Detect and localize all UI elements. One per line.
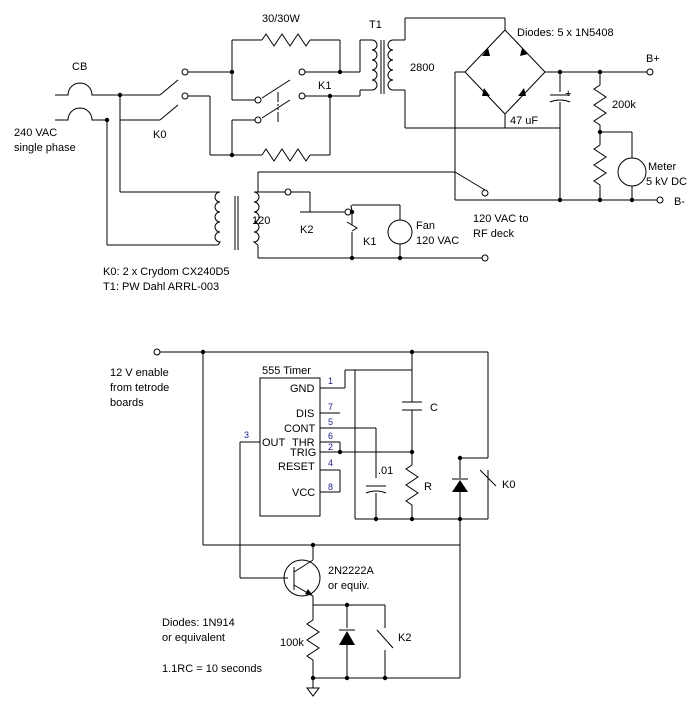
pin-dis-label: DIS (296, 408, 314, 420)
timer-circuit-wiring (153, 348, 497, 697)
rf-out-label: 120 VAC to (473, 213, 528, 225)
t1-label: T1 (369, 19, 382, 31)
meter-label: Meter (648, 161, 676, 173)
input-phase-label: single phase (14, 142, 76, 154)
fan-voltage-label: 120 VAC (416, 235, 459, 247)
pin-number-7: 7 (328, 402, 333, 412)
pin-number-6: 6 (328, 431, 333, 441)
r-100k-label: 100k (280, 637, 304, 649)
resistor-rating-label: 30/30W (262, 13, 301, 25)
b-plus-label: B+ (646, 53, 660, 65)
enable-label-2: from tetrode (110, 382, 169, 394)
meter-range-label: 5 kV DC (646, 176, 687, 188)
pin-gnd-label: GND (290, 383, 315, 395)
timer-chip-label: 555 Timer (262, 365, 311, 377)
input-voltage-label: 240 VAC (14, 127, 57, 139)
diodes-note-2: or equivalent (162, 632, 225, 644)
k0-label: K0 (153, 129, 166, 141)
note-k0: K0: 2 x Crydom CX240D5 (103, 266, 230, 278)
k0-relay-label: K0 (502, 479, 515, 491)
k1-low-label: K1 (363, 236, 376, 248)
diodes-label: Diodes: 5 x 1N5408 (517, 27, 614, 39)
enable-label-1: 12 V enable (110, 367, 169, 379)
cap-47uf-label: 47 uF (510, 115, 538, 127)
fan-label: Fan (416, 220, 435, 232)
b-minus-label: B- (674, 196, 685, 208)
enable-label-3: boards (110, 397, 144, 409)
pin-number-8: 8 (328, 482, 333, 492)
pin-number-1: 1 (328, 376, 333, 386)
pin-number-5: 5 (328, 417, 333, 427)
pin-thr-label: THR (292, 437, 315, 449)
pin-vcc-label: VCC (292, 487, 315, 499)
formula-note: 1.1RC = 10 seconds (162, 663, 262, 675)
note-t1: T1: PW Dahl ARRL-003 (103, 281, 219, 293)
rf-deck-label: RF deck (473, 228, 514, 240)
cap-plus-mark: + (565, 88, 571, 100)
transistor-label: 2N2222A (328, 565, 375, 577)
pin-out-label: OUT (262, 437, 286, 449)
transistor-equiv-label: or equiv. (328, 580, 369, 592)
pin-reset-label: RESET (278, 461, 315, 473)
cap-01-label: .01 (378, 465, 393, 477)
pin-number-3: 3 (244, 430, 249, 440)
pin-trig-label: TRIG (290, 447, 316, 459)
aux-secondary-label: 120 (252, 215, 270, 227)
k2-top-label: K2 (300, 224, 313, 236)
cb-label: CB (72, 61, 87, 73)
secondary-voltage-label: 2800 (410, 62, 434, 74)
cap-c-label: C (430, 402, 438, 414)
r-200k-label: 200k (612, 99, 636, 111)
diodes-note-1: Diodes: 1N914 (162, 617, 235, 629)
k1-top-label: K1 (318, 80, 331, 92)
k2-relay-label: K2 (398, 632, 411, 644)
top-circuit-wiring (55, 17, 664, 262)
res-r-label: R (424, 481, 432, 493)
pin-cont-label: CONT (284, 423, 315, 435)
pin-number-4: 4 (328, 458, 333, 468)
pin-number-2: 2 (328, 442, 333, 452)
